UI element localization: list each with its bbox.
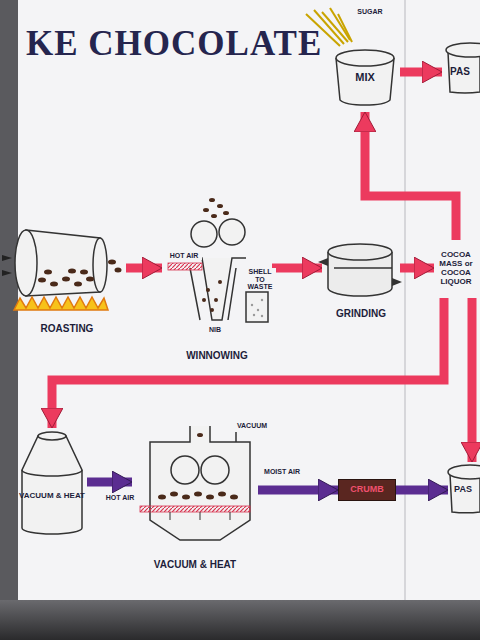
flow-arrow — [365, 112, 456, 240]
step-label: VACUUM & HEAT — [154, 559, 236, 570]
part-label: NIB — [206, 326, 224, 334]
vacuum-heat-machine: VACUUM & HEAT — [132, 420, 258, 570]
flow-arrow — [400, 68, 442, 77]
crumb-box: CRUMB — [338, 479, 396, 501]
step-label: CRUMB — [350, 485, 384, 495]
roasting-step: ROASTING — [8, 222, 126, 334]
flow-arrow — [396, 486, 448, 495]
mix-pot: MIX — [330, 42, 400, 112]
flow-arrow — [400, 264, 434, 273]
vacuum-pot: VACUUM & HEAT — [17, 428, 87, 534]
step-label: ROASTING — [41, 323, 94, 334]
part-label: SUGAR — [352, 8, 388, 16]
step-label: WINNOWING — [186, 350, 248, 361]
step-label: VACUUM & HEAT — [19, 492, 85, 501]
step-label: PAS — [454, 485, 472, 495]
flow-arrow — [52, 298, 444, 428]
poster-title: KE CHOCOLATE — [26, 26, 322, 61]
flow-arrow — [468, 298, 477, 462]
part-label: MOIST AIR — [260, 468, 304, 476]
part-label: HOT AIR — [102, 494, 138, 502]
step-label: GRINDING — [336, 308, 386, 319]
step-label: COCOA MASS or COCOA LIQUOR — [434, 251, 478, 286]
flow-arrow — [258, 486, 338, 495]
step-label: MIX — [355, 71, 375, 83]
part-label: VACUUM — [234, 422, 270, 430]
paste-pot: PAS — [442, 40, 478, 102]
flow-arrow — [87, 478, 132, 487]
part-label: SHELL TO WASTE — [244, 268, 276, 291]
cocoa-mass-label: COCOA MASS or COCOA LIQUOR — [434, 240, 478, 298]
flow-arrow — [272, 264, 322, 273]
paste-pot: PAS — [448, 462, 478, 518]
part-label: HOT AIR — [166, 252, 202, 260]
step-label: PAS — [450, 66, 470, 77]
flow-arrow — [126, 264, 162, 273]
grinding-step: GRINDING — [322, 235, 400, 319]
